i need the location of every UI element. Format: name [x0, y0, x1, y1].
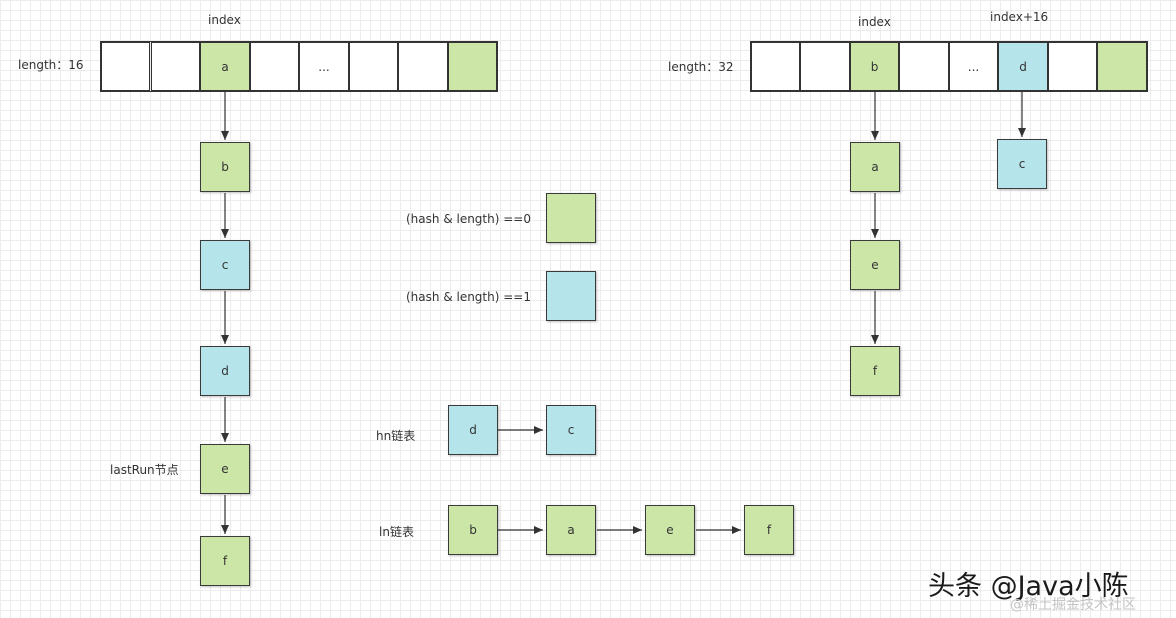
- left-node-c: c: [200, 240, 250, 290]
- right-array: [750, 41, 1148, 92]
- left-array-cell-a: a: [200, 42, 250, 91]
- left-array-cell-3: [250, 42, 299, 91]
- left-array-cell-1: [151, 42, 200, 91]
- watermark-community: @稀土掘金技术社区: [1010, 597, 1136, 613]
- left-array-cell-ellipsis: ...: [299, 42, 349, 91]
- left-node-b: b: [200, 142, 250, 192]
- legend-one-label: (hash & length) ==1: [406, 290, 531, 304]
- hn-node-d: d: [448, 405, 498, 455]
- right-array-cell-0: [751, 42, 800, 91]
- left-array-cell-0: [101, 42, 150, 91]
- left-array-cell-5: [349, 42, 398, 91]
- right-node-f: f: [850, 346, 900, 396]
- hn-node-c: c: [546, 405, 596, 455]
- right-array-cell-6: [1048, 42, 1097, 91]
- right-index16-label: index+16: [990, 10, 1049, 24]
- legend-green-swatch: [546, 193, 596, 243]
- left-array-cell-last: [448, 42, 497, 91]
- left-array-cell-6: [398, 42, 448, 91]
- right-node-a: a: [850, 142, 900, 192]
- right-array-cell-d: d: [998, 42, 1048, 91]
- right-index-label: index: [858, 15, 891, 29]
- watermark-author: 头条 @Java小陈: [928, 571, 1129, 602]
- ln-node-e: e: [645, 505, 695, 555]
- lastrun-label: lastRun节点: [110, 463, 179, 477]
- left-node-d: d: [200, 346, 250, 396]
- ln-list-label: ln链表: [379, 525, 414, 539]
- right-array-cell-3: [899, 42, 949, 91]
- ln-node-f: f: [744, 505, 794, 555]
- left-node-e: e: [200, 444, 250, 494]
- left-length-label: length：16: [18, 58, 84, 72]
- legend-zero-label: (hash & length) ==0: [406, 212, 531, 226]
- hn-list-label: hn链表: [376, 429, 416, 443]
- right-array-cell-ellipsis: ...: [949, 42, 998, 91]
- left-node-f: f: [200, 536, 250, 586]
- ln-node-a: a: [546, 505, 596, 555]
- right-node-c: c: [997, 139, 1047, 189]
- legend-blue-swatch: [546, 271, 596, 321]
- right-array-cell-last: [1097, 42, 1147, 91]
- left-index-label: index: [208, 13, 241, 27]
- left-array: [100, 41, 498, 92]
- ln-node-b: b: [448, 505, 498, 555]
- right-array-cell-1: [800, 42, 850, 91]
- right-length-label: length：32: [668, 60, 734, 74]
- right-node-e: e: [850, 240, 900, 290]
- right-array-cell-b: b: [850, 42, 899, 91]
